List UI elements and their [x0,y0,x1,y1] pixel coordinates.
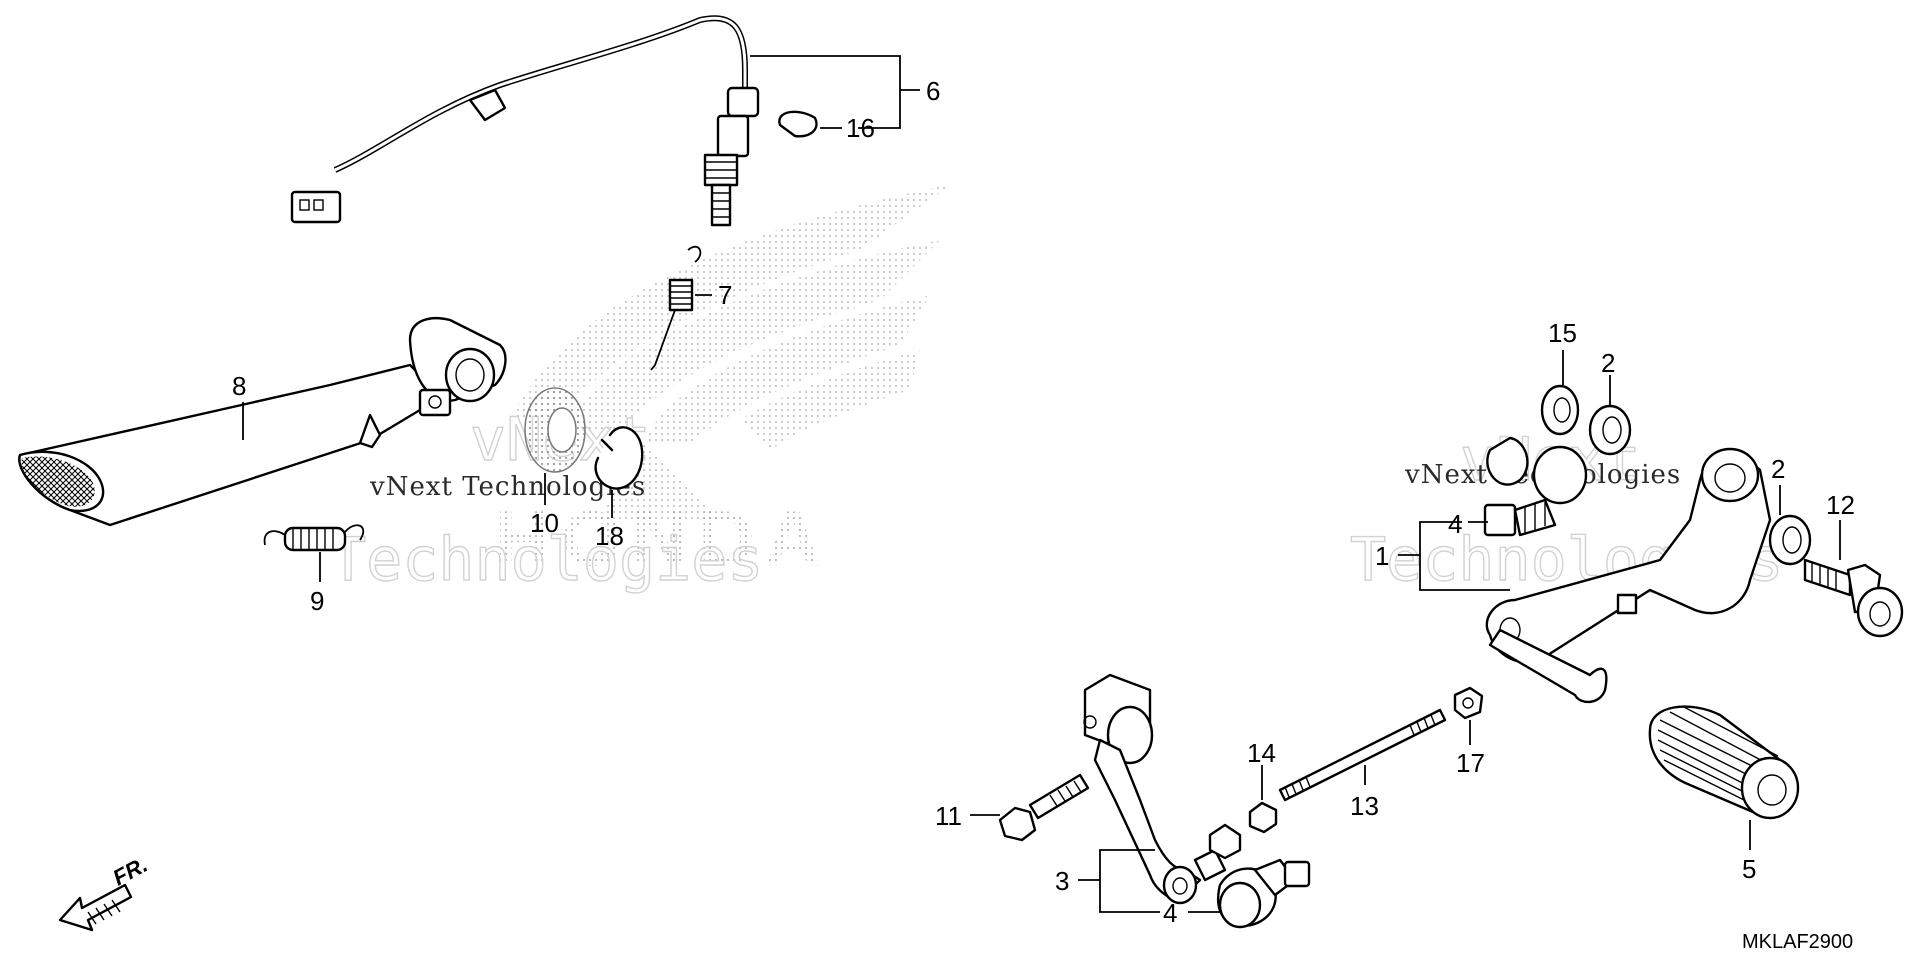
callout-4-lower: 4 [1163,898,1177,928]
part-3-shift-arm-lower [1083,673,1242,905]
part-16-clip [778,110,818,138]
watermark-technologies-left: Technologies [330,525,763,595]
part-13-tie-rod [1278,708,1447,802]
part-2-bushing-upper-hole [1602,416,1622,444]
part-2-bushing-lower-hole [1782,526,1802,554]
front-direction-indicator: FR. [58,852,152,932]
part-17-nut [1453,686,1484,720]
diagram-code: MKLAF2900 [1742,931,1853,953]
part-7-spring [650,245,702,371]
callout-6: 6 [926,76,940,106]
front-label: FR. [109,852,152,891]
part-6-stop-switch-wire [290,15,760,227]
part-12-pivot-bolt [1803,558,1904,638]
callout-15: 15 [1548,318,1577,348]
part-15-washer-hole [1553,397,1571,423]
callout-3: 3 [1055,866,1069,896]
callout-18: 18 [595,521,624,551]
part-4-joint-lower [1216,858,1311,929]
part-14-nut [1248,801,1278,834]
part-9-return-spring [263,524,365,552]
part-1-shift-arm [1485,436,1772,704]
callout-2-upper: 2 [1601,348,1615,378]
honda-wing-watermark [510,185,950,520]
front-arrow-icon [58,883,133,932]
callout-5: 5 [1742,854,1756,884]
part-18-circlip [594,426,644,490]
honda-logo-watermark: HONDA [495,494,831,582]
part-4-joint-upper [1483,445,1588,537]
part-15-washer [1540,384,1580,436]
callout-17: 17 [1456,748,1485,778]
callout-12: 12 [1826,490,1855,520]
callout-labels: 6 16 7 8 9 10 18 15 2 2 12 4 1 17 13 14 … [232,76,1855,928]
callout-14: 14 [1247,738,1276,768]
part-10-washer [524,387,586,473]
leader-lines [242,55,1841,913]
callout-7: 7 [718,280,732,310]
part-5-shift-rubber [1648,705,1800,820]
part-2-bushing-lower [1768,514,1812,566]
callout-2-lower: 2 [1771,454,1785,484]
part-11-bolt [998,773,1090,842]
part-2-bushing-upper [1588,404,1632,456]
callout-11: 11 [935,801,962,831]
callout-1: 1 [1375,541,1389,571]
callout-16: 16 [846,113,875,143]
callout-10: 10 [530,508,559,538]
callout-9: 9 [310,586,324,616]
callout-8: 8 [232,371,246,401]
callout-4-upper: 4 [1448,509,1462,539]
callout-13: 13 [1350,791,1379,821]
part-8-brake-pedal [18,317,507,527]
